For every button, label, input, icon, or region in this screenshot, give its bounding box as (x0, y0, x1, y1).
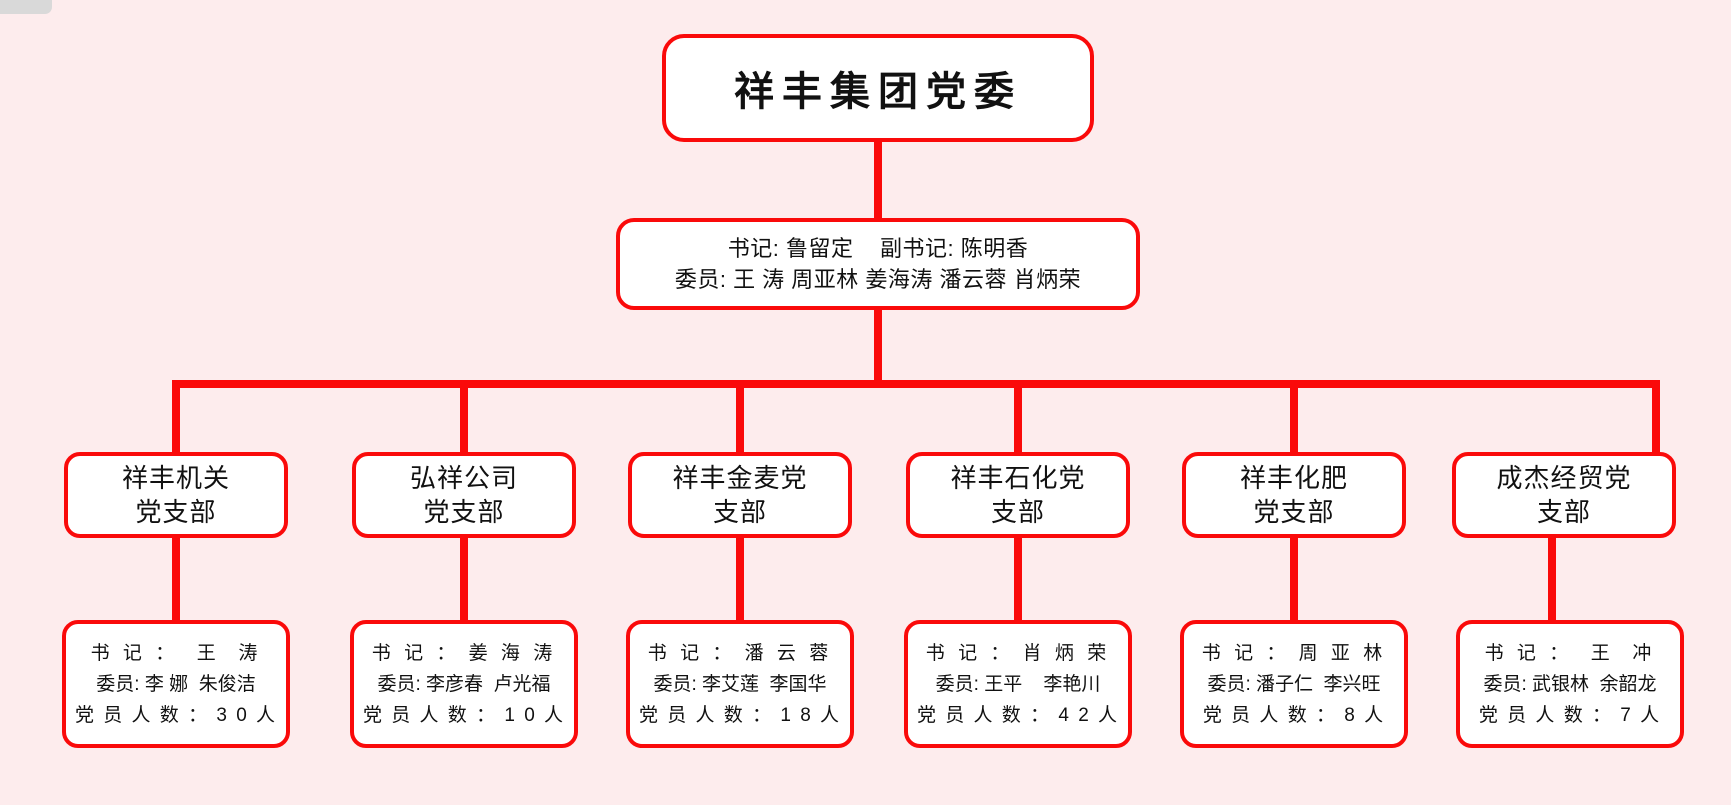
detail-members: 委员: 潘子仁 李兴旺 (1207, 673, 1381, 695)
detail-members: 委员: 武银林 余韶龙 (1483, 673, 1657, 695)
detail-count: 党 员 人 数 ： 1 0 人 (362, 704, 566, 726)
org-node-root[interactable]: 祥丰集团党委 (662, 34, 1094, 142)
org-node-detail-3[interactable]: 书 记 ： 潘 云 蓉 委员: 李艾莲 李国华 党 员 人 数 ： 1 8 人 (626, 620, 854, 748)
connector-drop-branch-1 (172, 380, 180, 452)
org-node-detail-4[interactable]: 书 记 ： 肖 炳 荣 委员: 王平 李艳川 党 员 人 数 ： 4 2 人 (904, 620, 1132, 748)
leadership-secretaries: 书记: 鲁留定 副书记: 陈明香 (727, 236, 1029, 261)
connector-branch-6-to-detail (1548, 538, 1556, 622)
org-node-branch-2[interactable]: 弘祥公司 党支部 (352, 452, 576, 538)
connector-branch-5-to-detail (1290, 538, 1298, 622)
org-node-detail-6[interactable]: 书 记 ： 王 冲 委员: 武银林 余韶龙 党 员 人 数 ： 7 人 (1456, 620, 1684, 748)
org-node-branch-5[interactable]: 祥丰化肥 党支部 (1182, 452, 1406, 538)
connector-drop-branch-3 (736, 380, 744, 452)
detail-count: 党 员 人 数 ： 8 人 (1202, 704, 1386, 726)
window-corner-notch (0, 0, 52, 14)
connector-drop-branch-6 (1652, 380, 1660, 452)
connector-branch-2-to-detail (460, 538, 468, 622)
detail-members: 委员: 李 娜 朱俊洁 (96, 673, 256, 695)
org-node-detail-1[interactable]: 书 记 ： 王 涛 委员: 李 娜 朱俊洁 党 员 人 数 ： 3 0 人 (62, 620, 290, 748)
org-node-branch-1[interactable]: 祥丰机关 党支部 (64, 452, 288, 538)
branch-name: 弘祥公司 党支部 (409, 463, 518, 527)
connector-leadership-stem (874, 310, 882, 384)
org-node-branch-3[interactable]: 祥丰金麦党 支部 (628, 452, 852, 538)
detail-members: 委员: 李艾莲 李国华 (653, 673, 827, 695)
branch-name: 成杰经贸党 支部 (1496, 463, 1632, 527)
leadership-members: 委员: 王 涛 周亚林 姜海涛 潘云蓉 肖炳荣 (674, 267, 1082, 292)
branch-name: 祥丰石化党 支部 (950, 463, 1086, 527)
root-title: 祥丰集团党委 (734, 70, 1022, 114)
connector-horizontal-bus (172, 380, 1660, 388)
branch-name: 祥丰金麦党 支部 (672, 463, 808, 527)
detail-secretary: 书 记 ： 潘 云 蓉 (647, 642, 833, 664)
connector-branch-3-to-detail (736, 538, 744, 622)
detail-secretary: 书 记 ： 姜 海 涛 (371, 642, 557, 664)
detail-members: 委员: 李彦春 卢光福 (377, 673, 551, 695)
org-node-branch-4[interactable]: 祥丰石化党 支部 (906, 452, 1130, 538)
detail-members: 委员: 王平 李艳川 (935, 673, 1101, 695)
detail-count: 党 员 人 数 ： 4 2 人 (916, 704, 1120, 726)
org-node-branch-6[interactable]: 成杰经贸党 支部 (1452, 452, 1676, 538)
branch-name: 祥丰化肥 党支部 (1239, 463, 1348, 527)
connector-drop-branch-4 (1014, 380, 1022, 452)
connector-drop-branch-5 (1290, 380, 1298, 452)
org-node-leadership[interactable]: 书记: 鲁留定 副书记: 陈明香 委员: 王 涛 周亚林 姜海涛 潘云蓉 肖炳荣 (616, 218, 1140, 310)
detail-count: 党 员 人 数 ： 7 人 (1478, 704, 1662, 726)
detail-secretary: 书 记 ： 肖 炳 荣 (925, 642, 1111, 664)
detail-secretary: 书 记 ： 王 涛 (90, 642, 262, 664)
detail-secretary: 书 记 ： 王 冲 (1484, 642, 1656, 664)
connector-root-to-leadership (874, 142, 882, 218)
connector-branch-4-to-detail (1014, 538, 1022, 622)
detail-secretary: 书 记 ： 周 亚 林 (1201, 642, 1387, 664)
branch-name: 祥丰机关 党支部 (121, 463, 230, 527)
detail-count: 党 员 人 数 ： 3 0 人 (74, 704, 278, 726)
connector-branch-1-to-detail (172, 538, 180, 622)
detail-count: 党 员 人 数 ： 1 8 人 (638, 704, 842, 726)
connector-drop-branch-2 (460, 380, 468, 452)
org-node-detail-5[interactable]: 书 记 ： 周 亚 林 委员: 潘子仁 李兴旺 党 员 人 数 ： 8 人 (1180, 620, 1408, 748)
org-node-detail-2[interactable]: 书 记 ： 姜 海 涛 委员: 李彦春 卢光福 党 员 人 数 ： 1 0 人 (350, 620, 578, 748)
